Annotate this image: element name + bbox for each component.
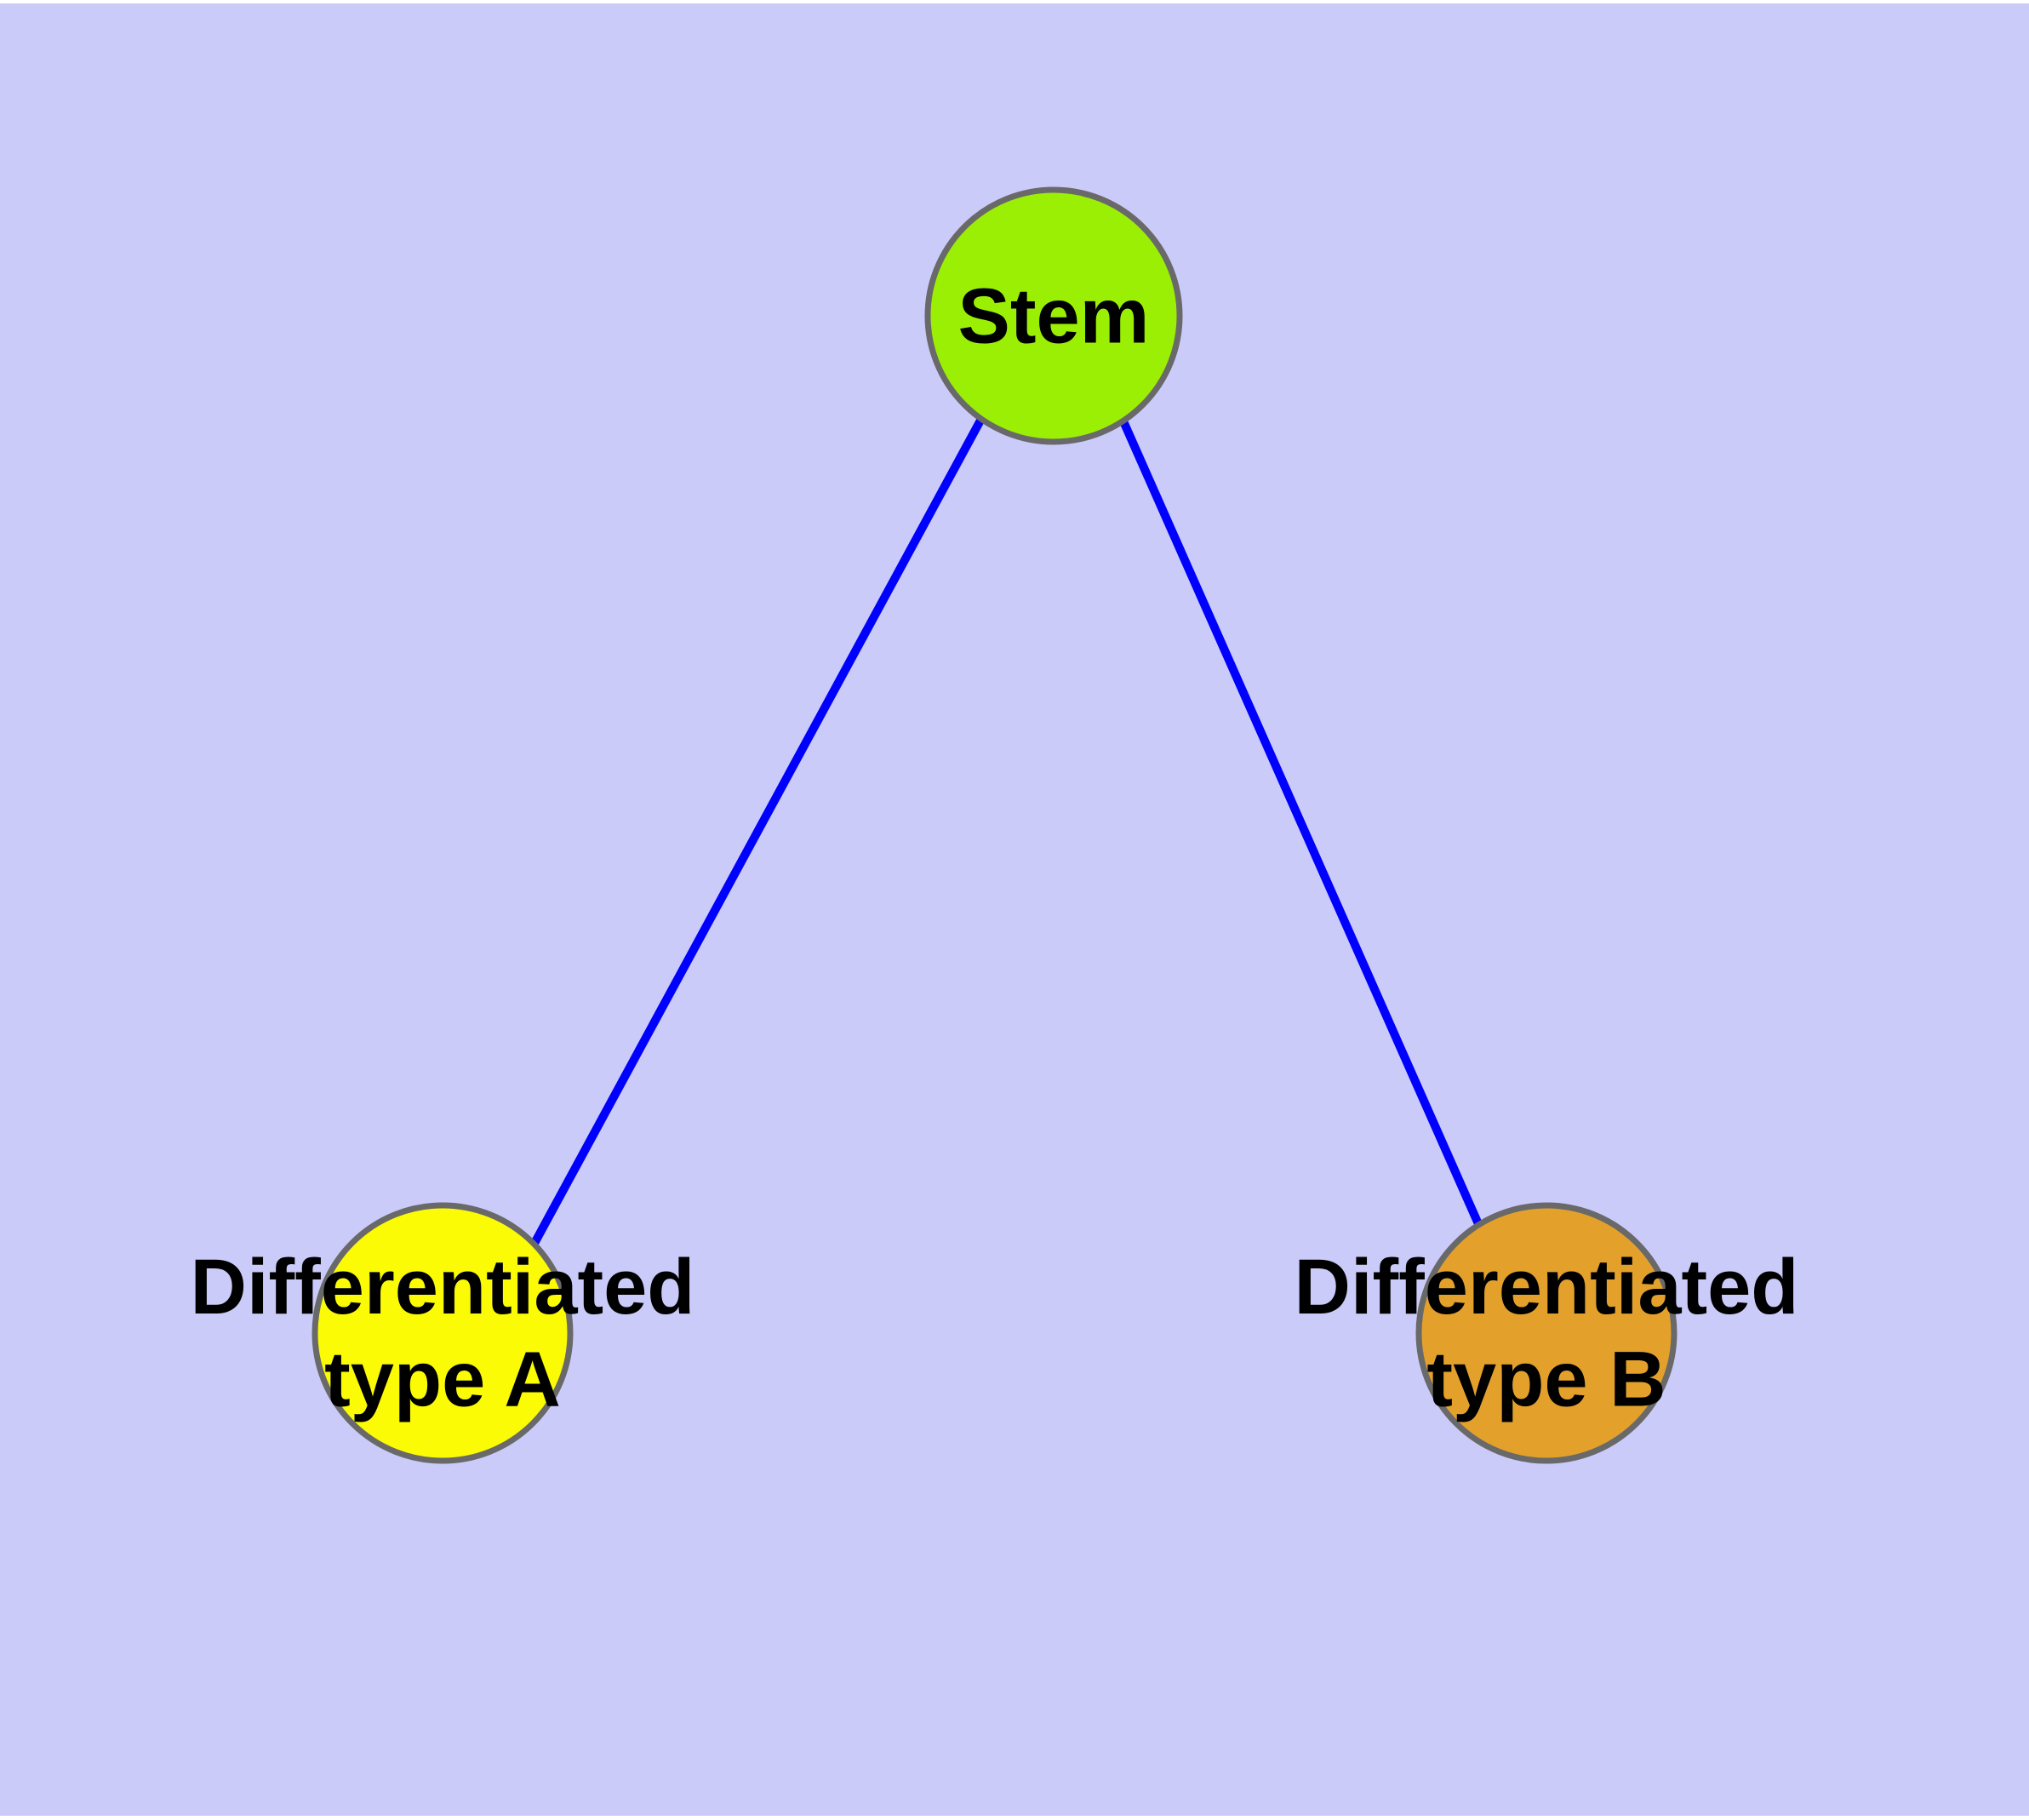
node-label-line: type A [324, 1336, 561, 1423]
nodes-layer [311, 186, 1677, 1464]
node-label-line: Differentiated [191, 1244, 695, 1331]
node-diff_a[interactable] [311, 1202, 574, 1464]
node-label-stem: Stem [958, 272, 1150, 359]
edge-stem-to-diff_a[interactable] [528, 416, 986, 1251]
node-stem[interactable] [924, 186, 1183, 445]
node-label-line: type B [1426, 1336, 1666, 1423]
edges-layer [528, 416, 1483, 1251]
node-label-line: Stem [958, 272, 1150, 359]
edge-stem-to-diff_b[interactable] [1119, 419, 1483, 1228]
node-label-line: Differentiated [1295, 1244, 1799, 1331]
node-diff_b[interactable] [1415, 1202, 1677, 1464]
